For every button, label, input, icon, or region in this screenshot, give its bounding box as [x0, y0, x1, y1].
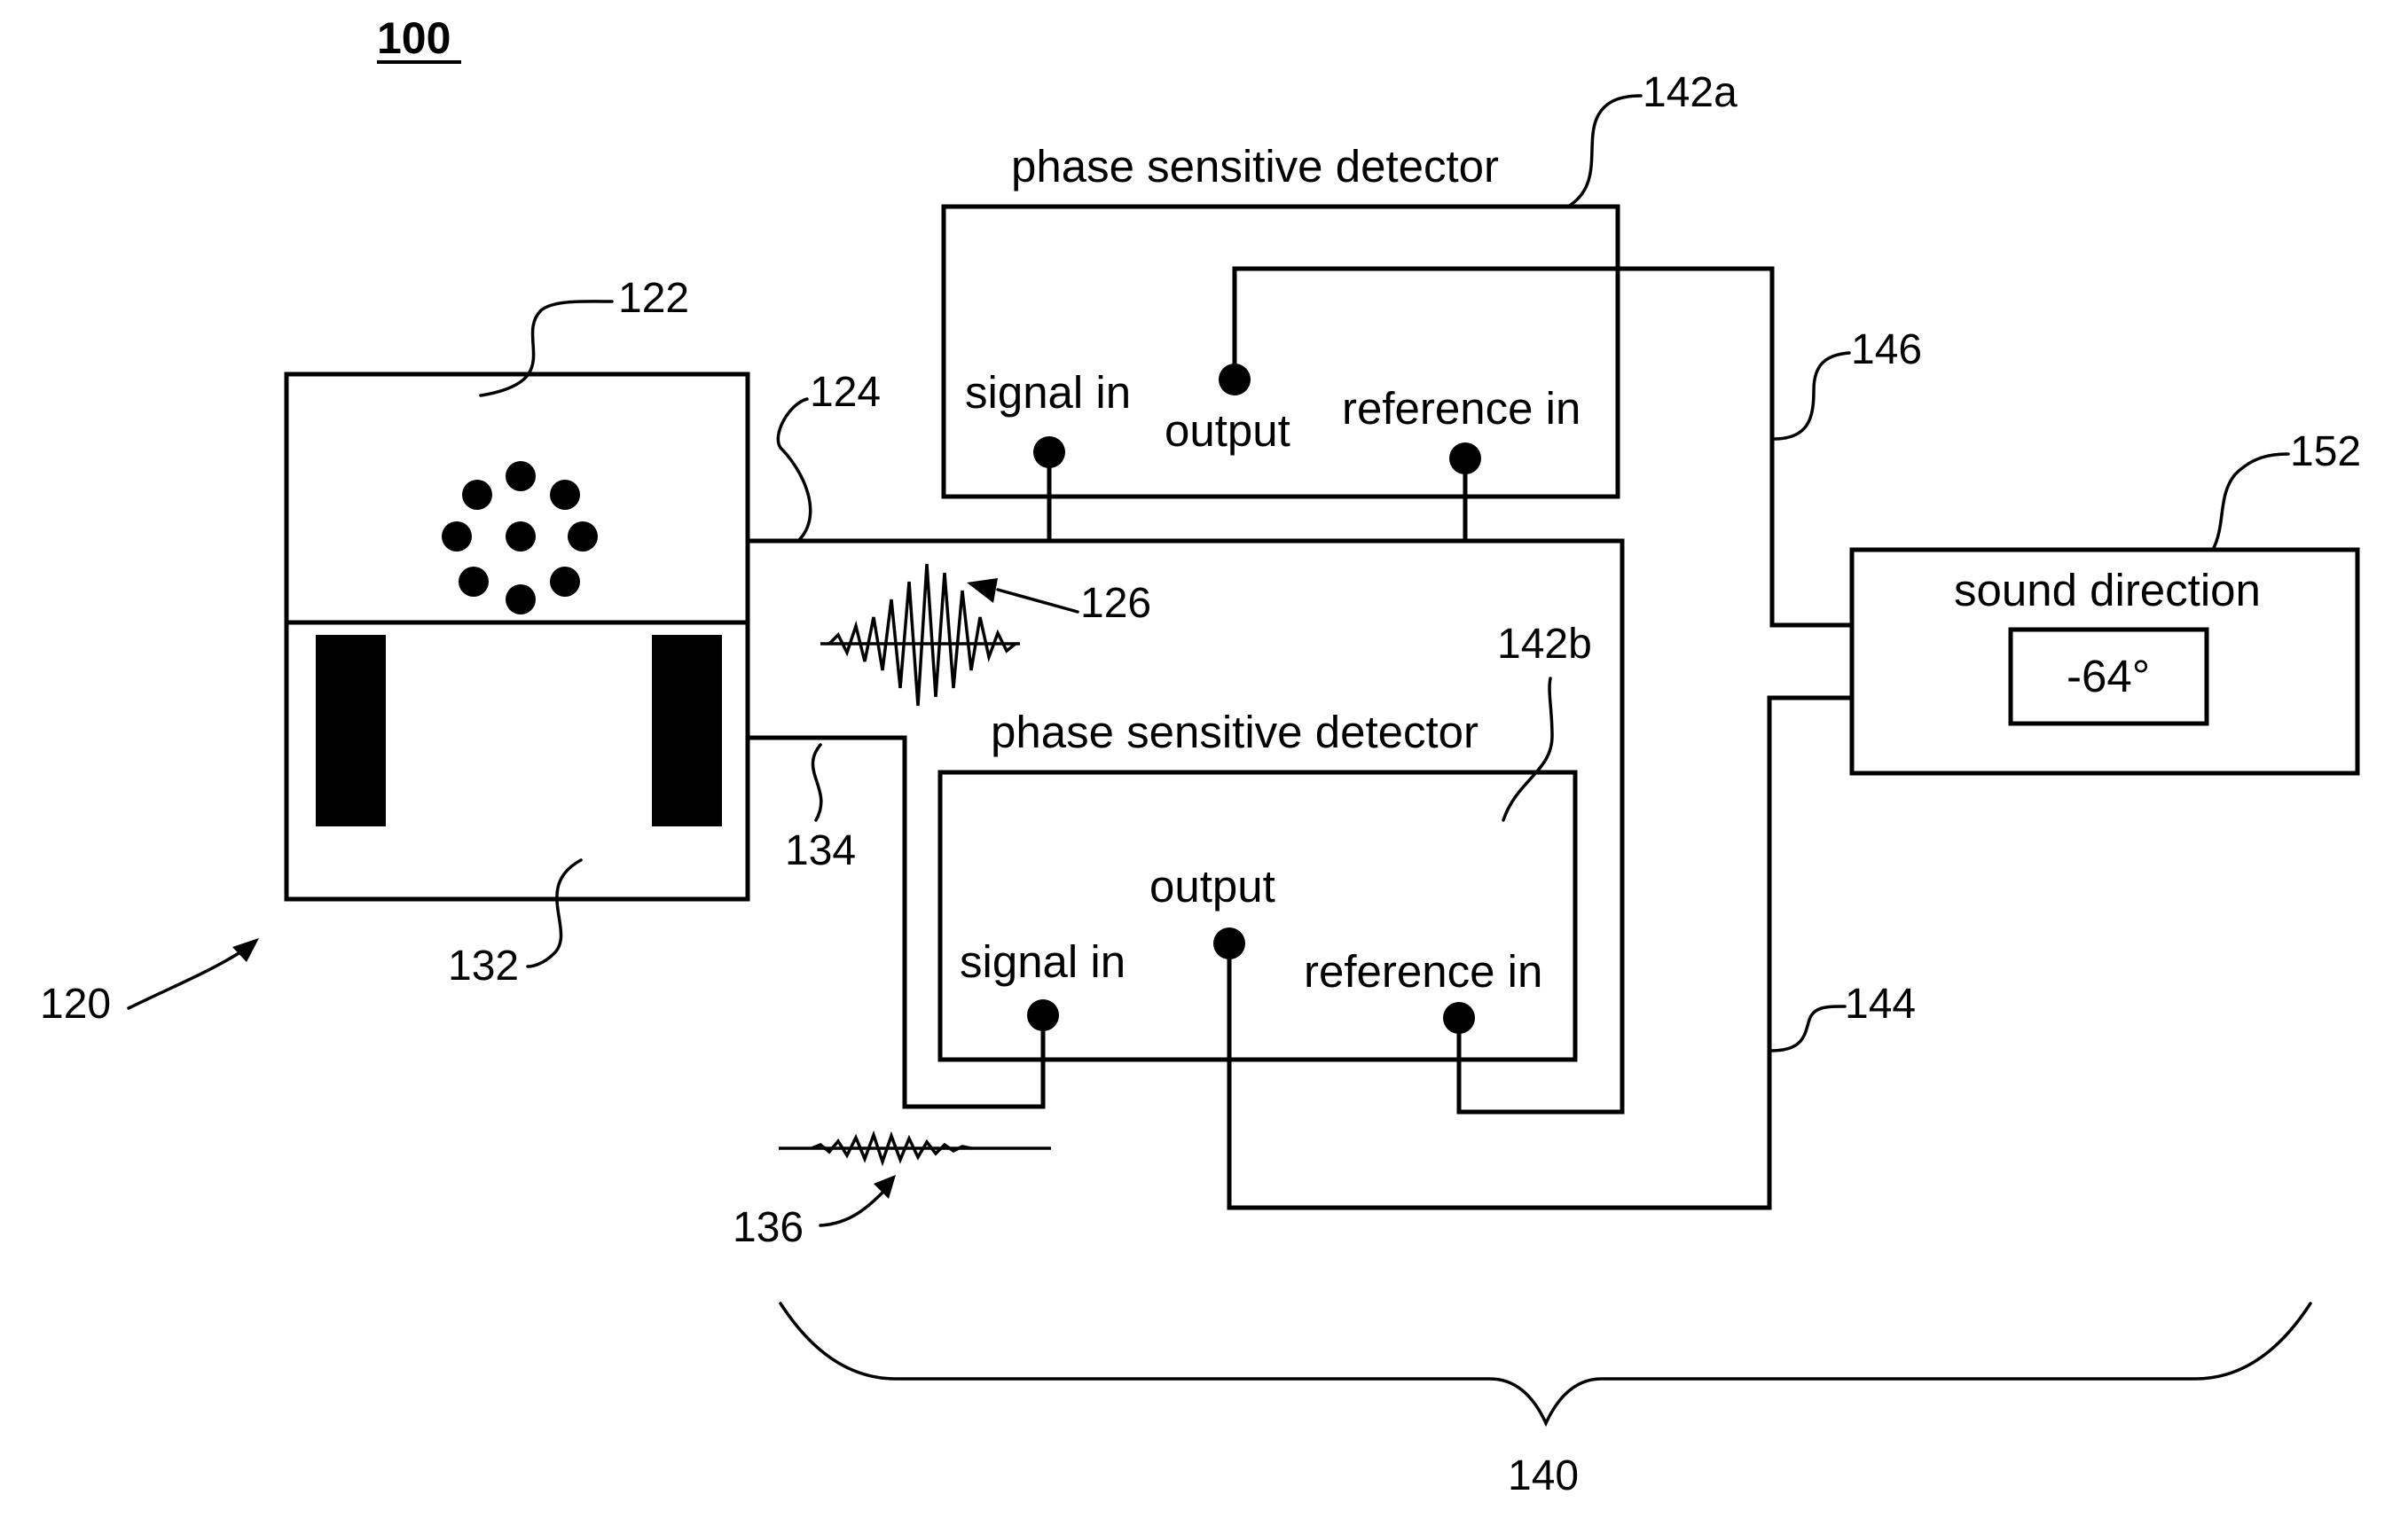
- ref-124: 124: [810, 369, 881, 416]
- display-readout-value: -64°: [2067, 651, 2150, 701]
- mic-dot: [506, 584, 536, 614]
- mic-dot: [506, 461, 536, 491]
- leader-124: [778, 399, 810, 541]
- wire-134: [748, 738, 1043, 1107]
- brace-140: [780, 1303, 2310, 1423]
- ref-120: 120: [40, 981, 111, 1028]
- wire-124: [748, 541, 1622, 1112]
- psd-b-reference-in-terminal: [1443, 1002, 1475, 1034]
- device-120: [286, 374, 748, 899]
- psd-a-output-label: output: [1165, 405, 1290, 456]
- leader-152: [2213, 454, 2288, 550]
- psd-a-reference-in-label: reference in: [1342, 383, 1580, 434]
- mic-dot: [568, 521, 598, 552]
- leader-132: [528, 860, 581, 966]
- ref-152: 152: [2290, 428, 2361, 475]
- ref-142b: 142b: [1497, 621, 1592, 668]
- leader-144: [1771, 1006, 1845, 1051]
- psd-142b: phase sensitive detector signal in outpu…: [940, 707, 1575, 1060]
- leader-120: [129, 944, 253, 1008]
- speaker-bar-left: [316, 635, 386, 826]
- arrowhead-120: [232, 938, 259, 962]
- psd-a-signal-in-terminal: [1033, 436, 1065, 468]
- figure-number: 100: [377, 13, 451, 63]
- mic-dot: [462, 480, 492, 510]
- leader-142a: [1568, 96, 1641, 207]
- psd-b-reference-in-label: reference in: [1304, 946, 1542, 997]
- ref-140: 140: [1508, 1452, 1579, 1499]
- ref-146: 146: [1851, 326, 1922, 373]
- microphone-array: [442, 461, 598, 614]
- psd-b-title: phase sensitive detector: [991, 707, 1479, 757]
- psd-b-output-label: output: [1149, 861, 1275, 912]
- ref-122: 122: [618, 275, 689, 322]
- sound-direction-display: sound direction -64°: [1852, 550, 2357, 773]
- wire-146: [1235, 269, 1852, 625]
- ref-126: 126: [1080, 580, 1151, 627]
- mic-dot: [506, 521, 536, 552]
- ref-136: 136: [733, 1204, 804, 1251]
- psd-b-signal-in-label: signal in: [960, 936, 1126, 987]
- psd-142a: phase sensitive detector signal in outpu…: [944, 141, 1618, 497]
- ref-132: 132: [448, 943, 519, 990]
- leader-136: [820, 1188, 887, 1225]
- leader-146: [1774, 353, 1849, 439]
- leader-122: [481, 301, 612, 395]
- leader-142b: [1503, 678, 1552, 820]
- psd-b-signal-in-terminal: [1027, 999, 1059, 1031]
- ref-142a: 142a: [1643, 69, 1737, 116]
- ref-134: 134: [785, 827, 856, 874]
- mic-dot: [550, 480, 580, 510]
- speaker-bar-right: [652, 635, 722, 826]
- psd-a-signal-in-label: signal in: [965, 367, 1131, 418]
- psd-a-reference-in-terminal: [1449, 442, 1481, 474]
- arrowhead-126: [967, 578, 998, 603]
- mic-dot: [550, 567, 580, 597]
- display-title: sound direction: [1954, 565, 2261, 615]
- ref-144: 144: [1845, 981, 1916, 1028]
- mic-dot: [459, 567, 489, 597]
- leader-134: [812, 745, 820, 820]
- arrowhead-136: [874, 1175, 896, 1199]
- mic-dot: [442, 521, 472, 552]
- waveform-136: [779, 1135, 1051, 1162]
- leader-126: [998, 590, 1078, 612]
- psd-a-title: phase sensitive detector: [1011, 141, 1499, 192]
